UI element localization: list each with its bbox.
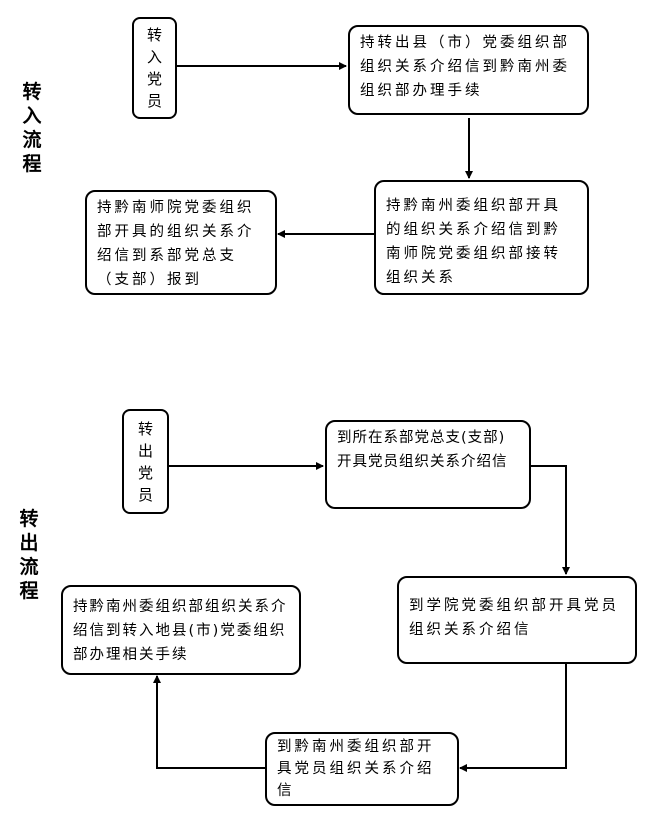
- arrow-out-step2-to-step3: [459, 663, 567, 772]
- transfer-out-step-2: 到学院党委组织部开具党员组织关系介绍信: [397, 576, 637, 664]
- transfer-out-start-label: 转出党员: [137, 419, 153, 504]
- transfer-out-step-3: 到黔南州委组织部开具党员组织关系介绍信: [265, 732, 459, 806]
- transfer-out-title: 转出流程: [19, 508, 39, 602]
- arrow-out-step3-to-step4: [153, 675, 265, 769]
- transfer-out-step-1: 到所在系部党总支(支部)开具党员组织关系介绍信: [325, 420, 531, 509]
- transfer-in-start-node: 转入党员: [132, 17, 177, 119]
- transfer-out-step-4: 持黔南州委组织部组织关系介绍信到转入地县(市)党委组织部办理相关手续: [61, 585, 301, 675]
- transfer-in-step-2: 持黔南州委组织部开具的组织关系介绍信到黔南师院党委组织部接转组织关系: [374, 180, 589, 295]
- transfer-in-step-3: 持黔南师院党委组织部开具的组织关系介绍信到系部党总支（支部）报到: [85, 190, 277, 295]
- transfer-in-start-label: 转入党员: [146, 26, 162, 110]
- transfer-in-title: 转入流程: [22, 81, 42, 175]
- arrow-out-step1-to-step2: [530, 465, 570, 575]
- transfer-out-start-node: 转出党员: [122, 409, 169, 514]
- transfer-in-step-1: 持转出县（市）党委组织部组织关系介绍信到黔南州委组织部办理手续: [348, 25, 589, 115]
